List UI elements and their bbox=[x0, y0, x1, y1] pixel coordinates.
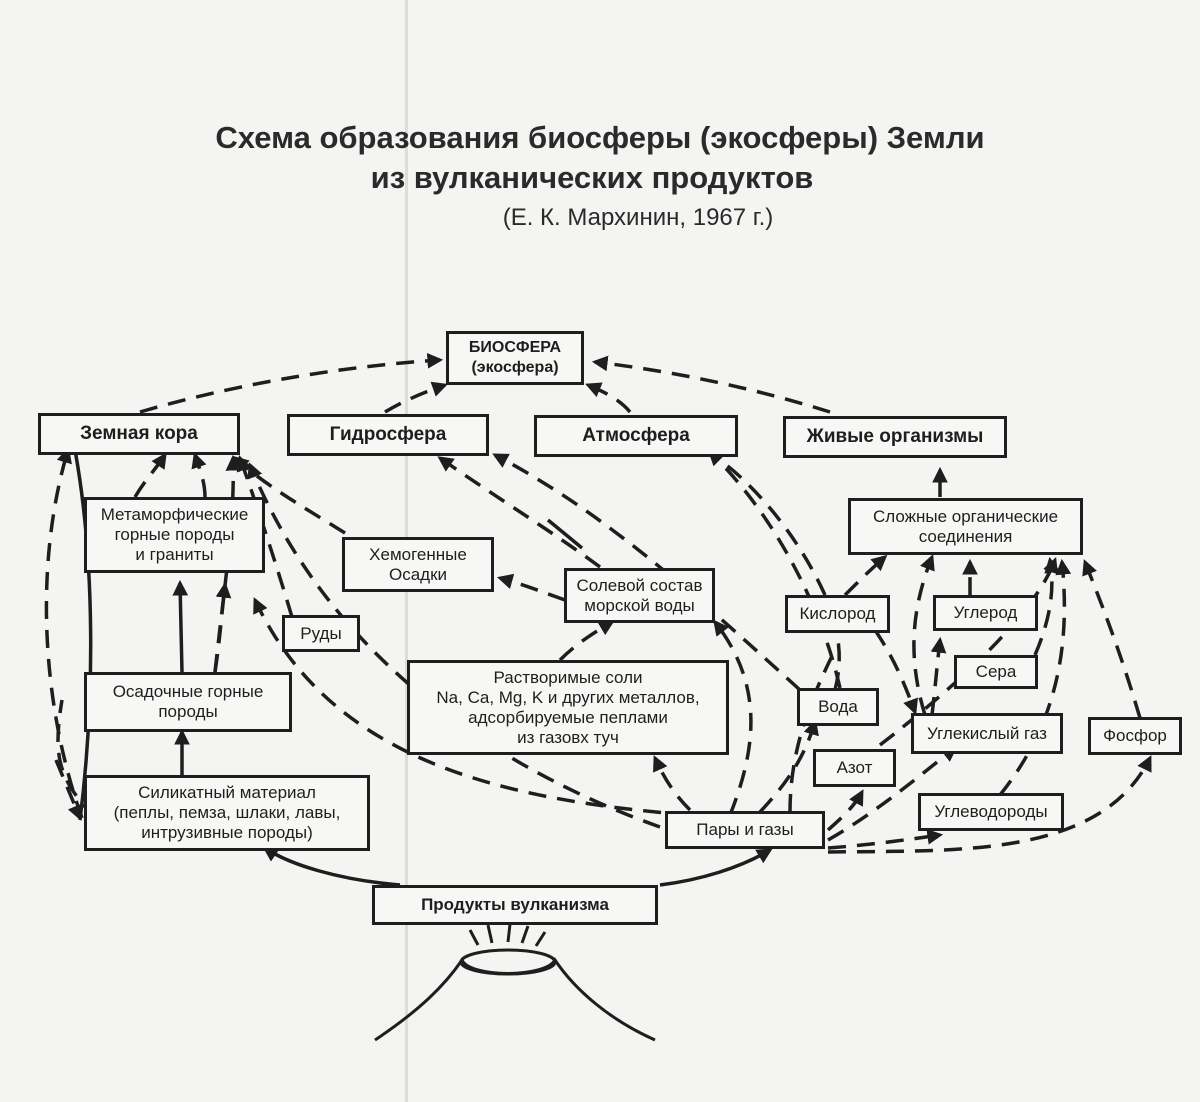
node-atmosphere: Атмосфера bbox=[534, 415, 738, 457]
arrow-oxygen-organic bbox=[843, 554, 888, 597]
node-soluble-salts: Растворимые соли Na, Ca, Mg, K и других … bbox=[407, 660, 729, 755]
volcano-gases bbox=[468, 923, 547, 947]
volcano-crater bbox=[459, 948, 557, 976]
node-carbon: Углерод bbox=[933, 595, 1038, 631]
node-living-organisms: Живые организмы bbox=[783, 416, 1007, 458]
arrow-salt-hydrosphere-tail bbox=[546, 518, 584, 550]
arrow-vapors-salt bbox=[713, 619, 753, 816]
arrow-volcanism-vapors bbox=[659, 848, 773, 887]
node-metamorphic-rocks: Метаморфические горные породы и граниты bbox=[84, 497, 265, 573]
node-vapors-and-gases: Пары и газы bbox=[665, 811, 825, 849]
node-oxygen: Кислород bbox=[785, 595, 890, 633]
arrow-oxygen-atmosphere bbox=[718, 458, 827, 596]
arrow-silicate-left bbox=[54, 759, 83, 821]
arrow-vapors-ores bbox=[253, 597, 691, 817]
node-water: Вода bbox=[797, 688, 879, 726]
node-biosphere: БИОСФЕРА (экосфера) bbox=[446, 331, 584, 385]
arrow-phosphorus-organic bbox=[1082, 559, 1142, 719]
diagram-title: Схема образования биосферы (экосферы) Зе… bbox=[215, 120, 985, 155]
node-hydrosphere: Гидросфера bbox=[287, 414, 489, 456]
arrow-sedimentary-metamorphic-dash bbox=[213, 581, 232, 673]
node-sea-water-salt: Солевой состав морской воды bbox=[564, 568, 715, 623]
arrow-ores-crust bbox=[236, 455, 294, 618]
node-complex-organic: Сложные органические соединения bbox=[848, 498, 1083, 555]
arrow-co2-organic bbox=[912, 554, 935, 716]
node-nitrogen: Азот bbox=[813, 749, 896, 787]
arrow-water-atmosphere bbox=[707, 449, 842, 689]
arrow-vapors-water bbox=[758, 718, 819, 814]
arrow-sedimentary-metamorphic bbox=[172, 579, 189, 673]
arrow-nitrogen-organic bbox=[878, 557, 1058, 747]
arrow-metamorphic-crust bbox=[133, 452, 167, 498]
arrow-hydrocarbons-organic bbox=[998, 558, 1072, 797]
node-chemogenic-sediments: Хемогенные Осадки bbox=[342, 537, 494, 592]
arrow-hydrosphere-biosphere bbox=[384, 381, 448, 414]
arrow-vapors-phosphorus bbox=[827, 755, 1152, 854]
arrow-vapors-nitrogen bbox=[826, 789, 864, 832]
node-sedimentary-rocks: Осадочные горные породы bbox=[84, 672, 292, 732]
arrow-atmosphere-biosphere bbox=[585, 382, 632, 414]
arrow-metamorphic-crust-2 bbox=[191, 452, 207, 498]
diagram-title-line2: из вулканических продуктов bbox=[370, 160, 814, 195]
arrow-water-oxygen bbox=[833, 639, 841, 691]
arrow-volcanism-silicate bbox=[262, 846, 401, 887]
arrow-silicate-crust-right bbox=[73, 449, 93, 821]
arrow-vapors-oxygen bbox=[788, 649, 837, 813]
node-volcanism-products: Продукты вулканизма bbox=[372, 885, 658, 925]
diagram-author: (Е. К. Мархинин, 1967 г.) bbox=[502, 204, 774, 231]
node-silicate-material: Силикатный материал (пеплы, пемза, шлаки… bbox=[84, 775, 370, 851]
arrow-vapors-hydrocarbons bbox=[827, 828, 944, 850]
arrow-co2-carbon bbox=[930, 636, 947, 716]
node-earth-crust: Земная кора bbox=[38, 413, 240, 455]
node-carbon-dioxide: Углекислый газ bbox=[911, 713, 1063, 754]
arrow-soluble-salt bbox=[558, 620, 615, 662]
arrow-crust-biosphere bbox=[139, 352, 444, 414]
arrow-silicate-crust-left bbox=[44, 446, 84, 819]
volcano-shape bbox=[374, 956, 656, 1042]
node-phosphorus: Фосфор bbox=[1088, 717, 1182, 755]
arrow-oxygen-co2 bbox=[873, 629, 919, 715]
arrow-salt-chemogenic bbox=[496, 573, 566, 602]
node-ores: Руды bbox=[282, 615, 360, 652]
node-sulfur: Сера bbox=[954, 655, 1038, 689]
arrow-organisms-biosphere bbox=[591, 355, 831, 414]
arrow-vapors-soluble bbox=[653, 755, 692, 812]
arrow-salt-hydrosphere bbox=[437, 456, 602, 569]
node-hydrocarbons: Углеводороды bbox=[918, 793, 1064, 831]
arrow-water-hydrosphere bbox=[492, 453, 802, 692]
